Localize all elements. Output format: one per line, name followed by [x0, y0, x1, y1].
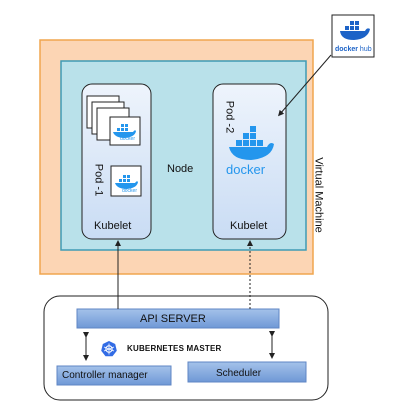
scheduler-box — [187, 361, 307, 383]
docker-label-small-2: docker — [122, 188, 138, 194]
api-server-box — [76, 308, 280, 329]
kubelet-label-1: Kubelet — [94, 220, 132, 232]
docker-whale-icon — [115, 175, 138, 189]
kubelet-label-2: Kubelet — [230, 220, 268, 232]
docker-hub-icon — [340, 21, 370, 40]
docker-hub-suffix: hub — [359, 46, 372, 53]
docker-hub-arrow — [278, 54, 332, 117]
docker-hub-brand: docker — [335, 46, 358, 53]
kubernetes-helm-icon — [101, 341, 117, 357]
node-label: Node — [167, 163, 194, 175]
kubernetes-master-label: KUBERNETES MASTER — [127, 344, 222, 353]
scheduler-label: Scheduler — [216, 368, 262, 379]
docker-label-pod2: docker — [226, 162, 266, 177]
pod1-label: Pod -1 — [92, 163, 105, 197]
pod2-label: Pod -2 — [223, 100, 236, 134]
docker-label-small-1: docker — [120, 136, 136, 142]
api-server-label: API SERVER — [140, 313, 206, 325]
docker-whale-icon — [229, 126, 274, 160]
controller-manager-label: Controller manager — [62, 370, 148, 381]
virtual-machine-label: Virtual Machine — [312, 157, 325, 233]
kubelet-box-2 — [212, 83, 287, 240]
docker-whale-icon — [113, 124, 136, 138]
controller-manager-box — [56, 365, 172, 386]
docker-hub-label: docker hub — [335, 46, 372, 53]
